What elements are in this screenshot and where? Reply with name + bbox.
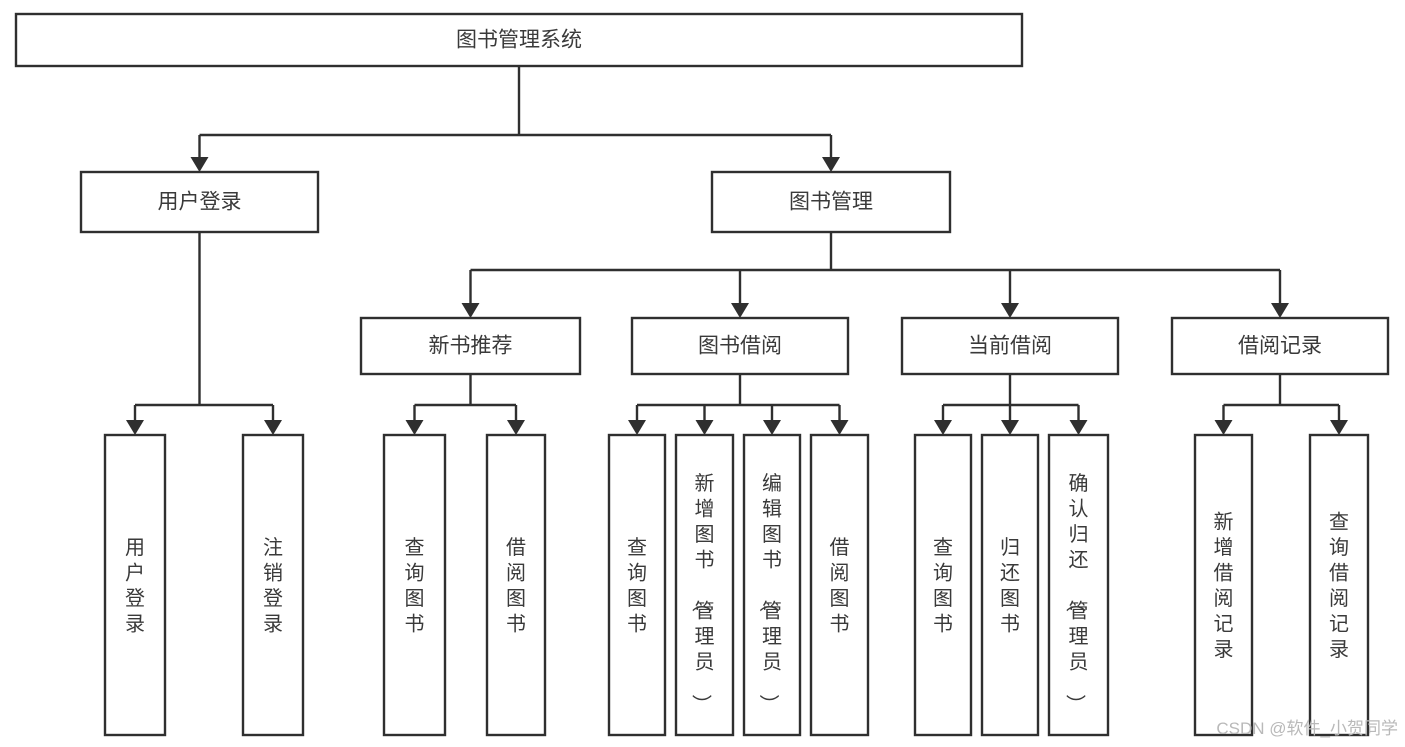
- arrow-head-icon: [461, 303, 480, 318]
- node-label-leaf-return-book: 归还图书: [1000, 536, 1020, 636]
- node-box-leaf-query-borrow-record[interactable]: [1308, 433, 1370, 737]
- node-box-current-borrow[interactable]: [900, 316, 1120, 376]
- node-label-leaf-user-logout: 注销登录: [263, 536, 283, 636]
- arrow-head-icon: [507, 420, 525, 435]
- arrow-head-icon: [190, 157, 209, 172]
- node-leaf-query-book-2[interactable]: 查询图书: [607, 433, 667, 737]
- node-label-leaf-confirm-return: 确认归还（管理员）: [1064, 472, 1089, 714]
- node-current-borrow[interactable]: 当前借阅: [900, 316, 1120, 376]
- node-box-leaf-query-book-1[interactable]: [382, 433, 447, 737]
- csdn-watermark: CSDN @软件_小贺同学: [1216, 719, 1398, 738]
- arrow-head-icon: [1001, 420, 1019, 435]
- node-box-leaf-borrow-book-1[interactable]: [485, 433, 547, 737]
- node-leaf-add-borrow-record[interactable]: 新增借阅记录: [1193, 433, 1254, 737]
- node-user-login[interactable]: 用户登录: [79, 170, 320, 234]
- node-label-leaf-query-book-1: 查询图书: [405, 536, 425, 636]
- node-label-leaf-user-login: 用户登录: [125, 537, 145, 636]
- node-label-borrow-record: 借阅记录: [1238, 335, 1322, 358]
- node-label-book-borrow: 图书借阅: [698, 335, 782, 358]
- node-box-leaf-query-book-2[interactable]: [607, 433, 667, 737]
- arrow-head-icon: [1214, 420, 1233, 435]
- node-box-leaf-query-book-3[interactable]: [913, 433, 973, 737]
- arrow-head-icon: [405, 420, 424, 435]
- node-label-leaf-borrow-book-1: 借阅图书: [506, 536, 526, 636]
- node-box-leaf-confirm-return[interactable]: [1047, 433, 1110, 737]
- node-label-leaf-add-borrow-record: 新增借阅记录: [1214, 510, 1234, 661]
- node-borrow-record[interactable]: 借阅记录: [1170, 316, 1390, 376]
- node-box-leaf-return-book[interactable]: [980, 433, 1040, 737]
- node-label-leaf-add-book: 新增图书（管理员）: [690, 472, 715, 714]
- node-leaf-edit-book[interactable]: 编辑图书（管理员）: [742, 433, 802, 737]
- node-box-new-book-recommend[interactable]: [359, 316, 582, 376]
- node-label-leaf-query-borrow-record: 查询借阅记录: [1329, 510, 1349, 661]
- node-root[interactable]: 图书管理系统: [14, 12, 1024, 68]
- node-box-leaf-borrow-book-2[interactable]: [809, 433, 870, 737]
- arrow-head-icon: [1001, 303, 1019, 318]
- arrow-head-icon: [822, 157, 840, 172]
- node-leaf-add-book[interactable]: 新增图书（管理员）: [674, 433, 735, 737]
- node-box-leaf-add-book[interactable]: [674, 433, 735, 737]
- arrow-head-icon: [763, 420, 781, 435]
- node-leaf-query-borrow-record[interactable]: 查询借阅记录: [1308, 433, 1370, 737]
- node-label-leaf-borrow-book-2: 借阅图书: [830, 536, 850, 636]
- node-box-borrow-record[interactable]: [1170, 316, 1390, 376]
- node-box-book-manage[interactable]: [710, 170, 952, 234]
- node-leaf-user-login[interactable]: 用户登录: [103, 433, 167, 737]
- node-new-book-recommend[interactable]: 新书推荐: [359, 316, 582, 376]
- node-leaf-user-logout[interactable]: 注销登录: [241, 433, 305, 737]
- node-leaf-confirm-return[interactable]: 确认归还（管理员）: [1047, 433, 1110, 737]
- node-label-book-manage: 图书管理: [789, 191, 873, 214]
- node-box-user-login[interactable]: [79, 170, 320, 234]
- node-box-book-borrow[interactable]: [630, 316, 850, 376]
- node-leaf-borrow-book-1[interactable]: 借阅图书: [485, 433, 547, 737]
- node-leaf-query-book-1[interactable]: 查询图书: [382, 433, 447, 737]
- node-layer: 图书管理系统用户登录图书管理新书推荐图书借阅当前借阅借阅记录用户登录注销登录查询…: [14, 12, 1390, 737]
- node-leaf-borrow-book-2[interactable]: 借阅图书: [809, 433, 870, 737]
- node-label-new-book-recommend: 新书推荐: [429, 335, 513, 358]
- arrow-head-icon: [628, 420, 646, 435]
- node-box-leaf-add-borrow-record[interactable]: [1193, 433, 1254, 737]
- arrow-head-icon: [264, 420, 282, 435]
- node-label-root: 图书管理系统: [456, 29, 582, 52]
- connector-layer: [126, 66, 1348, 435]
- node-box-leaf-edit-book[interactable]: [742, 433, 802, 737]
- arrow-head-icon: [731, 303, 749, 318]
- node-label-leaf-edit-book: 编辑图书（管理员）: [757, 472, 782, 714]
- node-leaf-return-book[interactable]: 归还图书: [980, 433, 1040, 737]
- node-box-root[interactable]: [14, 12, 1024, 68]
- node-leaf-query-book-3[interactable]: 查询图书: [913, 433, 973, 737]
- arrow-head-icon: [126, 420, 144, 435]
- node-label-user-login: 用户登录: [158, 191, 242, 214]
- node-book-manage[interactable]: 图书管理: [710, 170, 952, 234]
- arrow-head-icon: [1069, 420, 1088, 435]
- arrow-head-icon: [934, 420, 952, 435]
- arrow-head-icon: [695, 420, 714, 435]
- node-label-current-borrow: 当前借阅: [968, 335, 1052, 358]
- arrow-head-icon: [830, 420, 849, 435]
- arrow-head-icon: [1271, 303, 1289, 318]
- node-box-leaf-user-login[interactable]: [103, 433, 167, 737]
- arrow-head-icon: [1330, 420, 1348, 435]
- node-book-borrow[interactable]: 图书借阅: [630, 316, 850, 376]
- node-label-leaf-query-book-2: 查询图书: [627, 536, 647, 636]
- node-box-leaf-user-logout[interactable]: [241, 433, 305, 737]
- node-label-leaf-query-book-3: 查询图书: [933, 536, 953, 636]
